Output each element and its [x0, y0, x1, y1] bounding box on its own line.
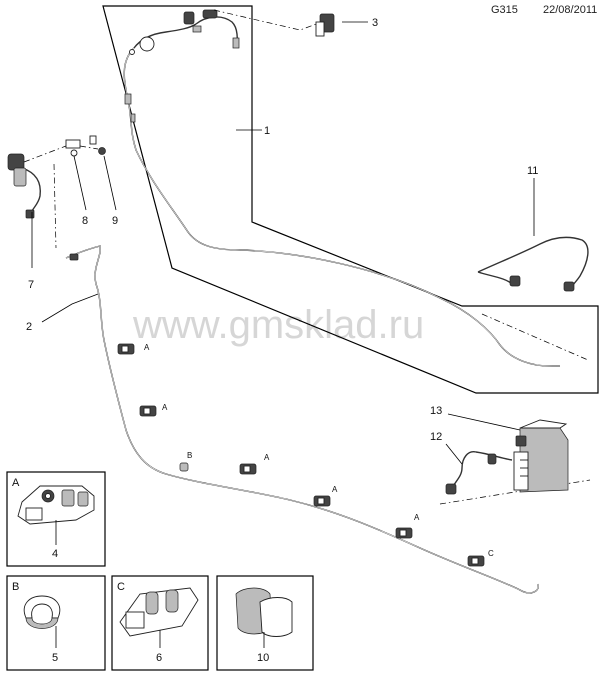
clip-type-c-drawing — [119, 587, 199, 637]
callout-12: 12 — [430, 431, 442, 443]
detail-box-c: C 6 — [111, 575, 209, 671]
clip-c-1 — [467, 555, 485, 567]
upper-vapour-pipe — [123, 9, 561, 367]
callout-6: 6 — [156, 652, 162, 664]
part-3-clip — [315, 13, 335, 37]
clip-b-1 — [179, 462, 189, 472]
callout-9: 9 — [112, 215, 118, 227]
callout-10: 10 — [257, 652, 269, 664]
detail-box-a: A 4 — [6, 471, 106, 567]
clip-tag-a-4: A — [332, 485, 338, 494]
main-pipe-2 — [65, 245, 539, 594]
group-outline-1 — [102, 5, 599, 394]
clip-tag-a-2: A — [162, 403, 168, 412]
sleeve-10-drawing — [235, 587, 293, 637]
clip-tag-b-1: B — [187, 451, 192, 460]
callout-11: 11 — [527, 165, 538, 177]
clip-a-3 — [239, 463, 257, 475]
detail-box-10: 10 — [216, 575, 314, 671]
callout-3: 3 — [372, 17, 378, 29]
callout-13: 13 — [430, 405, 442, 417]
clip-type-a-drawing — [17, 485, 95, 525]
canister-13 — [513, 419, 569, 493]
clip-tag-c-1: C — [488, 549, 494, 558]
detail-box-b: B 5 — [6, 575, 106, 671]
clip-tag-a-3: A — [264, 453, 270, 462]
detail-box-c-letter: C — [117, 581, 125, 593]
clip-a-5 — [395, 527, 413, 539]
detail-box-b-letter: B — [12, 581, 19, 593]
detail-box-a-letter: A — [12, 477, 20, 489]
left-valve-assembly — [7, 135, 106, 219]
callout-1: 1 — [264, 125, 270, 137]
clip-a-4 — [313, 495, 331, 507]
callout-7: 7 — [28, 279, 34, 291]
callout-8: 8 — [82, 215, 88, 227]
clip-type-b-drawing — [23, 595, 61, 629]
diagram-date: 22/08/2011 — [543, 4, 598, 16]
pipe-11 — [477, 236, 589, 292]
callout-4: 4 — [52, 548, 58, 560]
watermark: www.gmsklad.ru — [132, 303, 424, 347]
pipe-clips — [117, 343, 485, 567]
callout-2: 2 — [26, 321, 32, 333]
clip-tag-a-5: A — [414, 513, 420, 522]
clip-a-1 — [117, 343, 135, 355]
callout-5: 5 — [52, 652, 58, 664]
pipe-12 — [445, 451, 513, 495]
diagram-code: G315 — [491, 4, 518, 16]
clip-a-2 — [139, 405, 157, 417]
clip-tag-a-1: A — [144, 343, 150, 352]
